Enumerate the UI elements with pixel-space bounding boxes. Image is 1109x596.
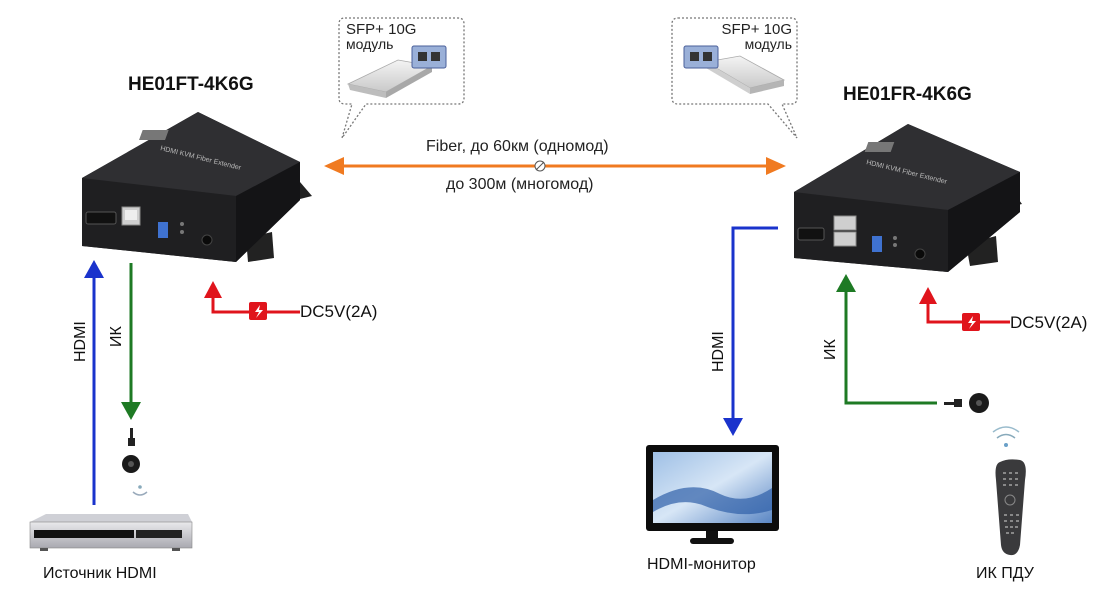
receiver-device: HDMI KVM Fiber Extender (794, 124, 1022, 272)
arrow-right-icon (766, 157, 786, 175)
arrow-left-icon (324, 157, 344, 175)
arrow-up-icon (204, 281, 222, 298)
arrow-down-icon (121, 402, 141, 420)
fiber-label-singlemode: Fiber, до 60км (одномод) (426, 138, 609, 155)
left-hdmi-label: HDMI (72, 321, 89, 362)
sfp-right-label: SFP+ 10G модуль (708, 22, 792, 52)
left-ir-label: ИК (108, 326, 125, 347)
dc-jack (914, 248, 926, 260)
ir-sensor-icon (122, 428, 140, 473)
arrow-up-icon (919, 287, 937, 304)
right-power-link (919, 287, 1010, 331)
remote-caption: ИК ПДУ (976, 565, 1034, 582)
fiber-link (324, 157, 786, 175)
usb-a-port (833, 215, 857, 231)
right-power-label: DC5V(2A) (1010, 313, 1088, 332)
left-ir-link (121, 263, 141, 420)
sfp-module-icon (683, 45, 786, 94)
sfp-right-line1: SFP+ 10G (721, 21, 792, 38)
sfp-left-line1: SFP+ 10G (346, 21, 417, 38)
sfp-left-label: SFP+ 10G модуль (346, 22, 416, 52)
dip-switch (872, 236, 882, 252)
ir-remote-device (992, 426, 1026, 556)
transmitter-device: HDMI KVM Fiber Extender (82, 112, 312, 262)
arrow-up-icon (836, 274, 856, 292)
right-hdmi-label: HDMI (710, 331, 727, 372)
dc-jack (201, 234, 213, 246)
fiber-label-multimode: до 300м (многомод) (446, 176, 594, 193)
hdmi-port (85, 211, 117, 225)
signal-waves-icon (992, 426, 1020, 447)
dip-switch (158, 222, 168, 238)
ir-sensor-icon (944, 393, 989, 413)
usb-a-port (833, 231, 857, 247)
right-hdmi-link (723, 226, 778, 436)
sfp-callout-right (671, 17, 798, 139)
monitor-caption: HDMI-монитор (647, 556, 756, 573)
left-power-label: DC5V(2A) (300, 302, 378, 321)
hdmi-monitor-device (646, 445, 779, 544)
sfp-right-line2: модуль (744, 36, 792, 52)
left-power-link (204, 281, 300, 320)
left-hdmi-link (84, 260, 104, 505)
signal-waves-icon (132, 485, 148, 496)
hdmi-source-device (29, 514, 193, 551)
transmitter-model-title: HE01FT-4K6G (128, 74, 254, 95)
right-ir-link (836, 274, 937, 405)
sfp-left-line2: модуль (346, 36, 394, 52)
arrow-up-icon (84, 260, 104, 278)
right-ir-label: ИК (822, 339, 839, 360)
source-caption: Источник HDMI (43, 565, 157, 582)
receiver-model-title: HE01FR-4K6G (843, 84, 972, 105)
arrow-down-icon (723, 418, 743, 436)
sfp-module-icon (346, 45, 447, 98)
sfp-callout-left (338, 17, 465, 139)
hdmi-port (797, 227, 825, 241)
